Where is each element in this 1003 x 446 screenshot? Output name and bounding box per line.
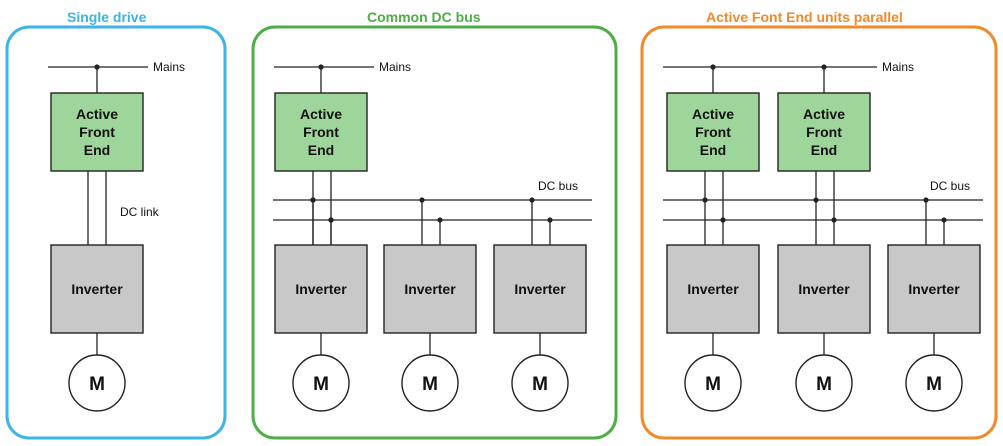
junction-dot bbox=[419, 197, 425, 203]
active-front-end-block-label: End bbox=[308, 142, 334, 158]
motor-label: M bbox=[816, 374, 832, 395]
inverter-block-label: Inverter bbox=[908, 281, 960, 297]
motor-circle bbox=[905, 354, 963, 412]
active-front-end-block-label: End bbox=[811, 142, 837, 158]
motor-circle bbox=[292, 354, 350, 412]
junction-dot bbox=[310, 197, 316, 203]
inverter-block bbox=[777, 244, 871, 334]
dc-bus-label: DC bus bbox=[930, 179, 970, 193]
junction-dot bbox=[941, 217, 947, 223]
active-front-end-block-label: Front bbox=[303, 124, 339, 140]
junction-dot bbox=[529, 197, 535, 203]
motor-circle bbox=[401, 354, 459, 412]
inverter-block bbox=[274, 244, 368, 334]
panel-frame-afe-parallel bbox=[640, 25, 998, 440]
active-front-end-block-label: Front bbox=[79, 124, 115, 140]
motor-label: M bbox=[926, 374, 942, 395]
junction-dot bbox=[547, 217, 553, 223]
mains-label: Mains bbox=[379, 60, 411, 74]
motor-label: M bbox=[532, 374, 548, 395]
junction-dot bbox=[437, 217, 443, 223]
junction-dot bbox=[328, 217, 334, 223]
active-front-end-block-label: Active bbox=[803, 106, 845, 122]
active-front-end-block bbox=[274, 92, 368, 172]
active-front-end-block-label: End bbox=[700, 142, 726, 158]
inverter-block bbox=[887, 244, 981, 334]
inverter-block bbox=[50, 244, 144, 334]
motor-circle bbox=[684, 354, 742, 412]
inverter-block-label: Inverter bbox=[295, 281, 347, 297]
inverter-block-label: Inverter bbox=[404, 281, 456, 297]
inverter-block-label: Inverter bbox=[798, 281, 850, 297]
motor-label: M bbox=[705, 374, 721, 395]
active-front-end-block bbox=[666, 92, 760, 172]
active-front-end-block-label: Active bbox=[300, 106, 342, 122]
motor-label: M bbox=[422, 374, 438, 395]
dc-bus-label: DC bus bbox=[538, 179, 578, 193]
panel-title-afe-parallel: Active Font End units parallel bbox=[706, 9, 903, 25]
motor-circle bbox=[68, 354, 126, 412]
mains-label: Mains bbox=[153, 60, 185, 74]
active-front-end-block-label: Active bbox=[692, 106, 734, 122]
panel-frame-single-drive bbox=[5, 25, 227, 440]
inverter-block-label: Inverter bbox=[514, 281, 566, 297]
inverter-block bbox=[383, 244, 477, 334]
active-front-end-block bbox=[50, 92, 144, 172]
inverter-block bbox=[666, 244, 760, 334]
active-front-end-block-label: Front bbox=[806, 124, 842, 140]
junction-dot bbox=[923, 197, 929, 203]
active-front-end-block-label: End bbox=[84, 142, 110, 158]
motor-label: M bbox=[313, 374, 329, 395]
active-front-end-block-label: Active bbox=[76, 106, 118, 122]
motor-circle bbox=[795, 354, 853, 412]
inverter-block-label: Inverter bbox=[71, 281, 123, 297]
inverter-block-label: Inverter bbox=[687, 281, 739, 297]
mains-label: Mains bbox=[882, 60, 914, 74]
motor-circle bbox=[511, 354, 569, 412]
active-front-end-block bbox=[777, 92, 871, 172]
dc-link-label: DC link bbox=[120, 205, 160, 219]
motor-label: M bbox=[89, 374, 105, 395]
panel-frame-common-dc-bus bbox=[251, 25, 618, 440]
panel-title-single-drive: Single drive bbox=[67, 9, 147, 25]
active-front-end-block-label: Front bbox=[695, 124, 731, 140]
panel-title-common-dc-bus: Common DC bus bbox=[367, 9, 481, 25]
